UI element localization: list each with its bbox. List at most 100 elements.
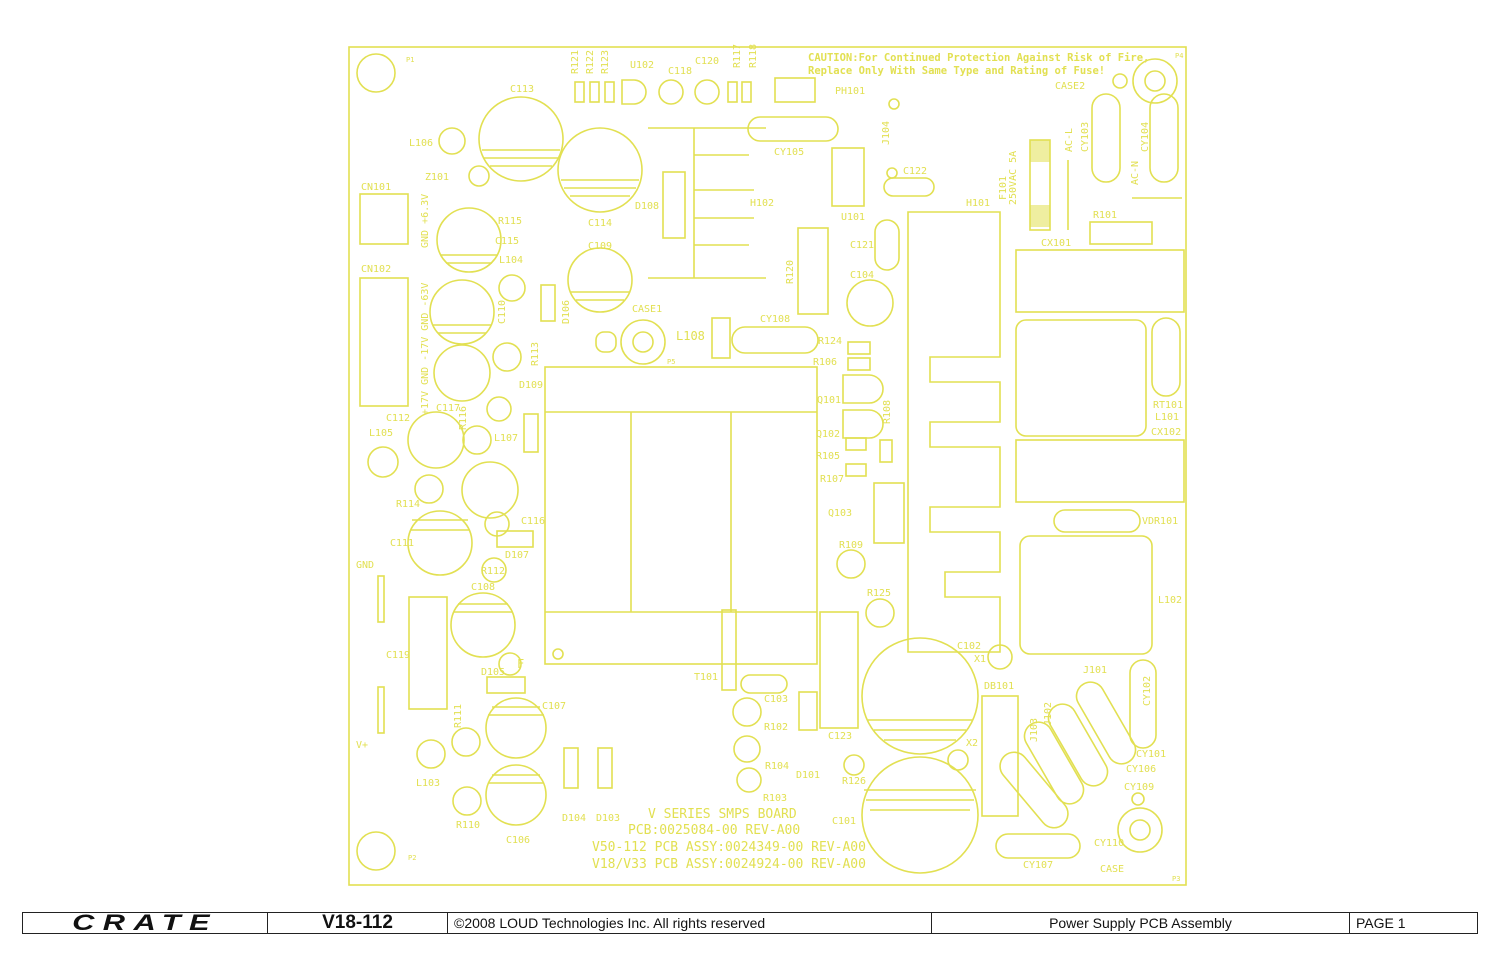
reference-designators: P1 P2 P3 P4 P5 CASE CASE1 CASE2 R121 R12… xyxy=(356,44,1183,883)
inductor-l107 xyxy=(523,413,539,453)
bridge-rectifier-db101 xyxy=(981,695,1019,817)
label-c117: C117 xyxy=(436,403,460,414)
zener-z101 xyxy=(468,165,490,187)
heatsink-h101 xyxy=(907,211,1001,653)
label-case: CASE xyxy=(1100,864,1124,875)
label-r126: R126 xyxy=(842,776,866,787)
label-r111: R111 xyxy=(453,704,464,728)
label-r124: R124 xyxy=(818,336,842,347)
label-r105: R105 xyxy=(816,451,840,462)
resistor-r105 xyxy=(845,437,867,451)
varistor-vdr101 xyxy=(1053,509,1141,533)
label-d107: D107 xyxy=(505,550,529,561)
label-l103: L103 xyxy=(416,778,440,789)
label-d104: D104 xyxy=(562,813,586,824)
label-cy108: CY108 xyxy=(760,314,790,325)
label-r116: R116 xyxy=(458,406,469,430)
capacitor-c123 xyxy=(819,611,859,729)
label-ac-n: AC-N xyxy=(1130,161,1141,185)
label-l108: L108 xyxy=(676,329,705,343)
fuse-rating: 250VAC 5A xyxy=(1008,151,1019,205)
optocoupler-ph101 xyxy=(774,77,816,103)
label-q101: Q101 xyxy=(817,395,841,406)
label-gnd: GND xyxy=(356,560,374,571)
board-title-line-2: PCB:0025084-00 REV-A00 xyxy=(628,823,800,838)
caution-line-2: Replace Only With Same Type and Rating o… xyxy=(808,65,1105,77)
label-q103: Q103 xyxy=(828,508,852,519)
label-r125: R125 xyxy=(867,588,891,599)
label-f101: F101 xyxy=(998,176,1009,200)
label-cy101: CY101 xyxy=(1136,749,1166,760)
capacitor-cy106 xyxy=(1047,703,1109,787)
label-r110: R110 xyxy=(456,820,480,831)
label-c115: C115 xyxy=(495,236,519,247)
label-d105: D105 xyxy=(481,667,505,678)
capacitor-c110 xyxy=(429,279,495,345)
label-c120: C120 xyxy=(695,56,719,67)
label-c121: C121 xyxy=(850,240,874,251)
diode-d109 xyxy=(486,396,512,422)
ic-u101 xyxy=(831,147,865,207)
caution-line-1: CAUTION:For Continued Protection Against… xyxy=(808,52,1149,64)
label-x1: X1 xyxy=(974,654,986,665)
transistor-u102 xyxy=(621,79,647,105)
diode-d106 xyxy=(540,284,556,322)
capacitor-c113 xyxy=(478,96,564,182)
transformer-t101 xyxy=(544,366,818,665)
label-r117: R117 xyxy=(732,44,743,68)
capacitor-cy104 xyxy=(1149,93,1179,183)
label-f: F xyxy=(517,657,524,671)
label-vdr101: VDR101 xyxy=(1142,516,1178,527)
copyright-notice: ©2008 LOUD Technologies Inc. All rights … xyxy=(448,913,932,933)
label-d101: D101 xyxy=(796,770,820,781)
label-cy109: CY109 xyxy=(1124,782,1154,793)
label-c119: C119 xyxy=(386,650,410,661)
capacitor-cy109 xyxy=(1023,721,1085,805)
label-rt101: RT101 xyxy=(1153,400,1183,411)
label-j103: J103 xyxy=(1029,718,1040,742)
label-u101: U101 xyxy=(841,212,865,223)
mounting-hole-p2 xyxy=(356,831,396,871)
diode-d101 xyxy=(798,691,818,731)
terminal-p5 xyxy=(620,319,666,365)
label-c114: C114 xyxy=(588,218,612,229)
label-x2: X2 xyxy=(966,738,978,749)
capacitor-c108 xyxy=(450,592,516,658)
resistor-r107 xyxy=(845,463,867,477)
label-p1: P1 xyxy=(406,56,414,64)
label-cy102: CY102 xyxy=(1142,676,1153,706)
label-r104: R104 xyxy=(765,761,789,772)
label-p2: P2 xyxy=(408,854,416,862)
label-r102: R102 xyxy=(764,722,788,733)
capacitor-c122 xyxy=(883,177,935,197)
model-number: V18-112 xyxy=(268,912,448,933)
label-c106: C106 xyxy=(506,835,530,846)
label-j102: J102 xyxy=(1043,702,1054,726)
label-r106: R106 xyxy=(813,357,837,368)
board-outline xyxy=(348,46,1187,886)
resistor-r110 xyxy=(452,786,482,816)
inductor-l104 xyxy=(498,274,526,302)
label-c112: C112 xyxy=(386,413,410,424)
label-r122: R122 xyxy=(585,50,596,74)
heatsink-h102 xyxy=(648,127,766,279)
terminal-p4-inner xyxy=(1144,70,1166,92)
label-c122: C122 xyxy=(903,166,927,177)
title-block: CRATE V18-112 ©2008 LOUD Technologies In… xyxy=(22,910,1478,935)
resistor-r109 xyxy=(836,549,866,579)
label-d109: D109 xyxy=(519,380,543,391)
label-c111: C111 xyxy=(390,538,414,549)
board-title-line-3: V50-112 PCB ASSY:0024349-00 REV-A00 xyxy=(592,840,866,855)
label-p4: P4 xyxy=(1175,52,1183,60)
label-d108: D108 xyxy=(635,201,659,212)
label-r123: R123 xyxy=(600,50,611,74)
label-r109: R109 xyxy=(839,540,863,551)
resistor-r116 xyxy=(462,425,492,455)
resistor-r126 xyxy=(843,754,865,776)
label-c113: C113 xyxy=(510,84,534,95)
capacitor-c120 xyxy=(694,79,720,105)
label-cn102: CN102 xyxy=(361,264,391,275)
resistor-r102 xyxy=(732,697,762,727)
capacitor-cy103 xyxy=(1091,93,1121,183)
label-r114: R114 xyxy=(396,499,420,510)
